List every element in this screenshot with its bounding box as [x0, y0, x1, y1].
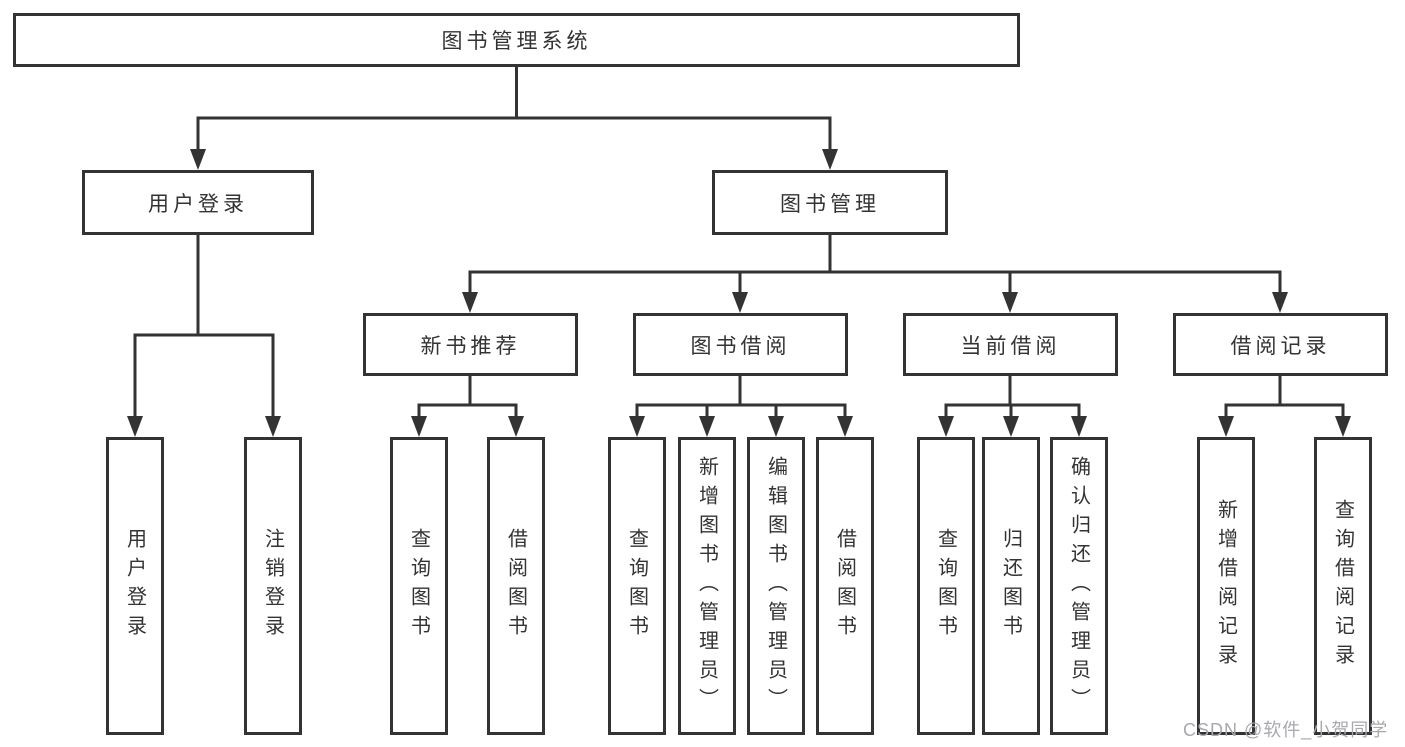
node-new-book-recommend: 新书推荐 — [363, 313, 578, 376]
node-book-management: 图书管理 — [712, 170, 948, 235]
node-book-borrowing: 图书借阅 — [633, 313, 848, 376]
leaf-add-book-admin: 新增图书（管理员） — [678, 437, 736, 735]
leaf-user-login: 用户登录 — [106, 437, 164, 735]
node-borrowing-records: 借阅记录 — [1173, 313, 1388, 376]
leaf-label: 用户登录 — [123, 528, 146, 644]
node-library-management-system: 图书管理系统 — [13, 13, 1020, 67]
leaf-borrow-books-recommend: 借阅图书 — [487, 437, 545, 735]
leaf-label: 借阅图书 — [833, 528, 856, 644]
leaf-query-books-current: 查询图书 — [917, 437, 975, 735]
leaf-label: 查询图书 — [625, 528, 648, 644]
leaf-label: 查询图书 — [407, 528, 430, 644]
leaf-confirm-return-admin: 确认归还（管理员） — [1050, 437, 1108, 735]
leaf-label: 新增图书（管理员） — [695, 455, 718, 717]
leaf-query-borrow-record: 查询借阅记录 — [1314, 437, 1372, 735]
watermark: CSDN @软件_小贺同学 — [1183, 720, 1389, 740]
node-current-borrowing: 当前借阅 — [903, 313, 1118, 376]
leaf-borrow-books: 借阅图书 — [816, 437, 874, 735]
leaf-label: 新增借阅记录 — [1214, 499, 1237, 673]
leaf-label: 查询图书 — [934, 528, 957, 644]
leaf-label: 借阅图书 — [504, 528, 527, 644]
leaf-query-books-recommend: 查询图书 — [390, 437, 448, 735]
leaf-query-books-borrow: 查询图书 — [608, 437, 666, 735]
leaf-label: 查询借阅记录 — [1331, 499, 1354, 673]
leaf-label: 编辑图书（管理员） — [764, 455, 787, 717]
leaf-logout: 注销登录 — [244, 437, 302, 735]
leaf-return-book: 归还图书 — [982, 437, 1040, 735]
leaf-label: 归还图书 — [999, 528, 1022, 644]
leaf-add-borrow-record: 新增借阅记录 — [1197, 437, 1255, 735]
leaf-label: 注销登录 — [261, 528, 284, 644]
leaf-edit-book-admin: 编辑图书（管理员） — [747, 437, 805, 735]
leaf-label: 确认归还（管理员） — [1067, 455, 1090, 717]
node-user-login: 用户登录 — [82, 170, 314, 235]
